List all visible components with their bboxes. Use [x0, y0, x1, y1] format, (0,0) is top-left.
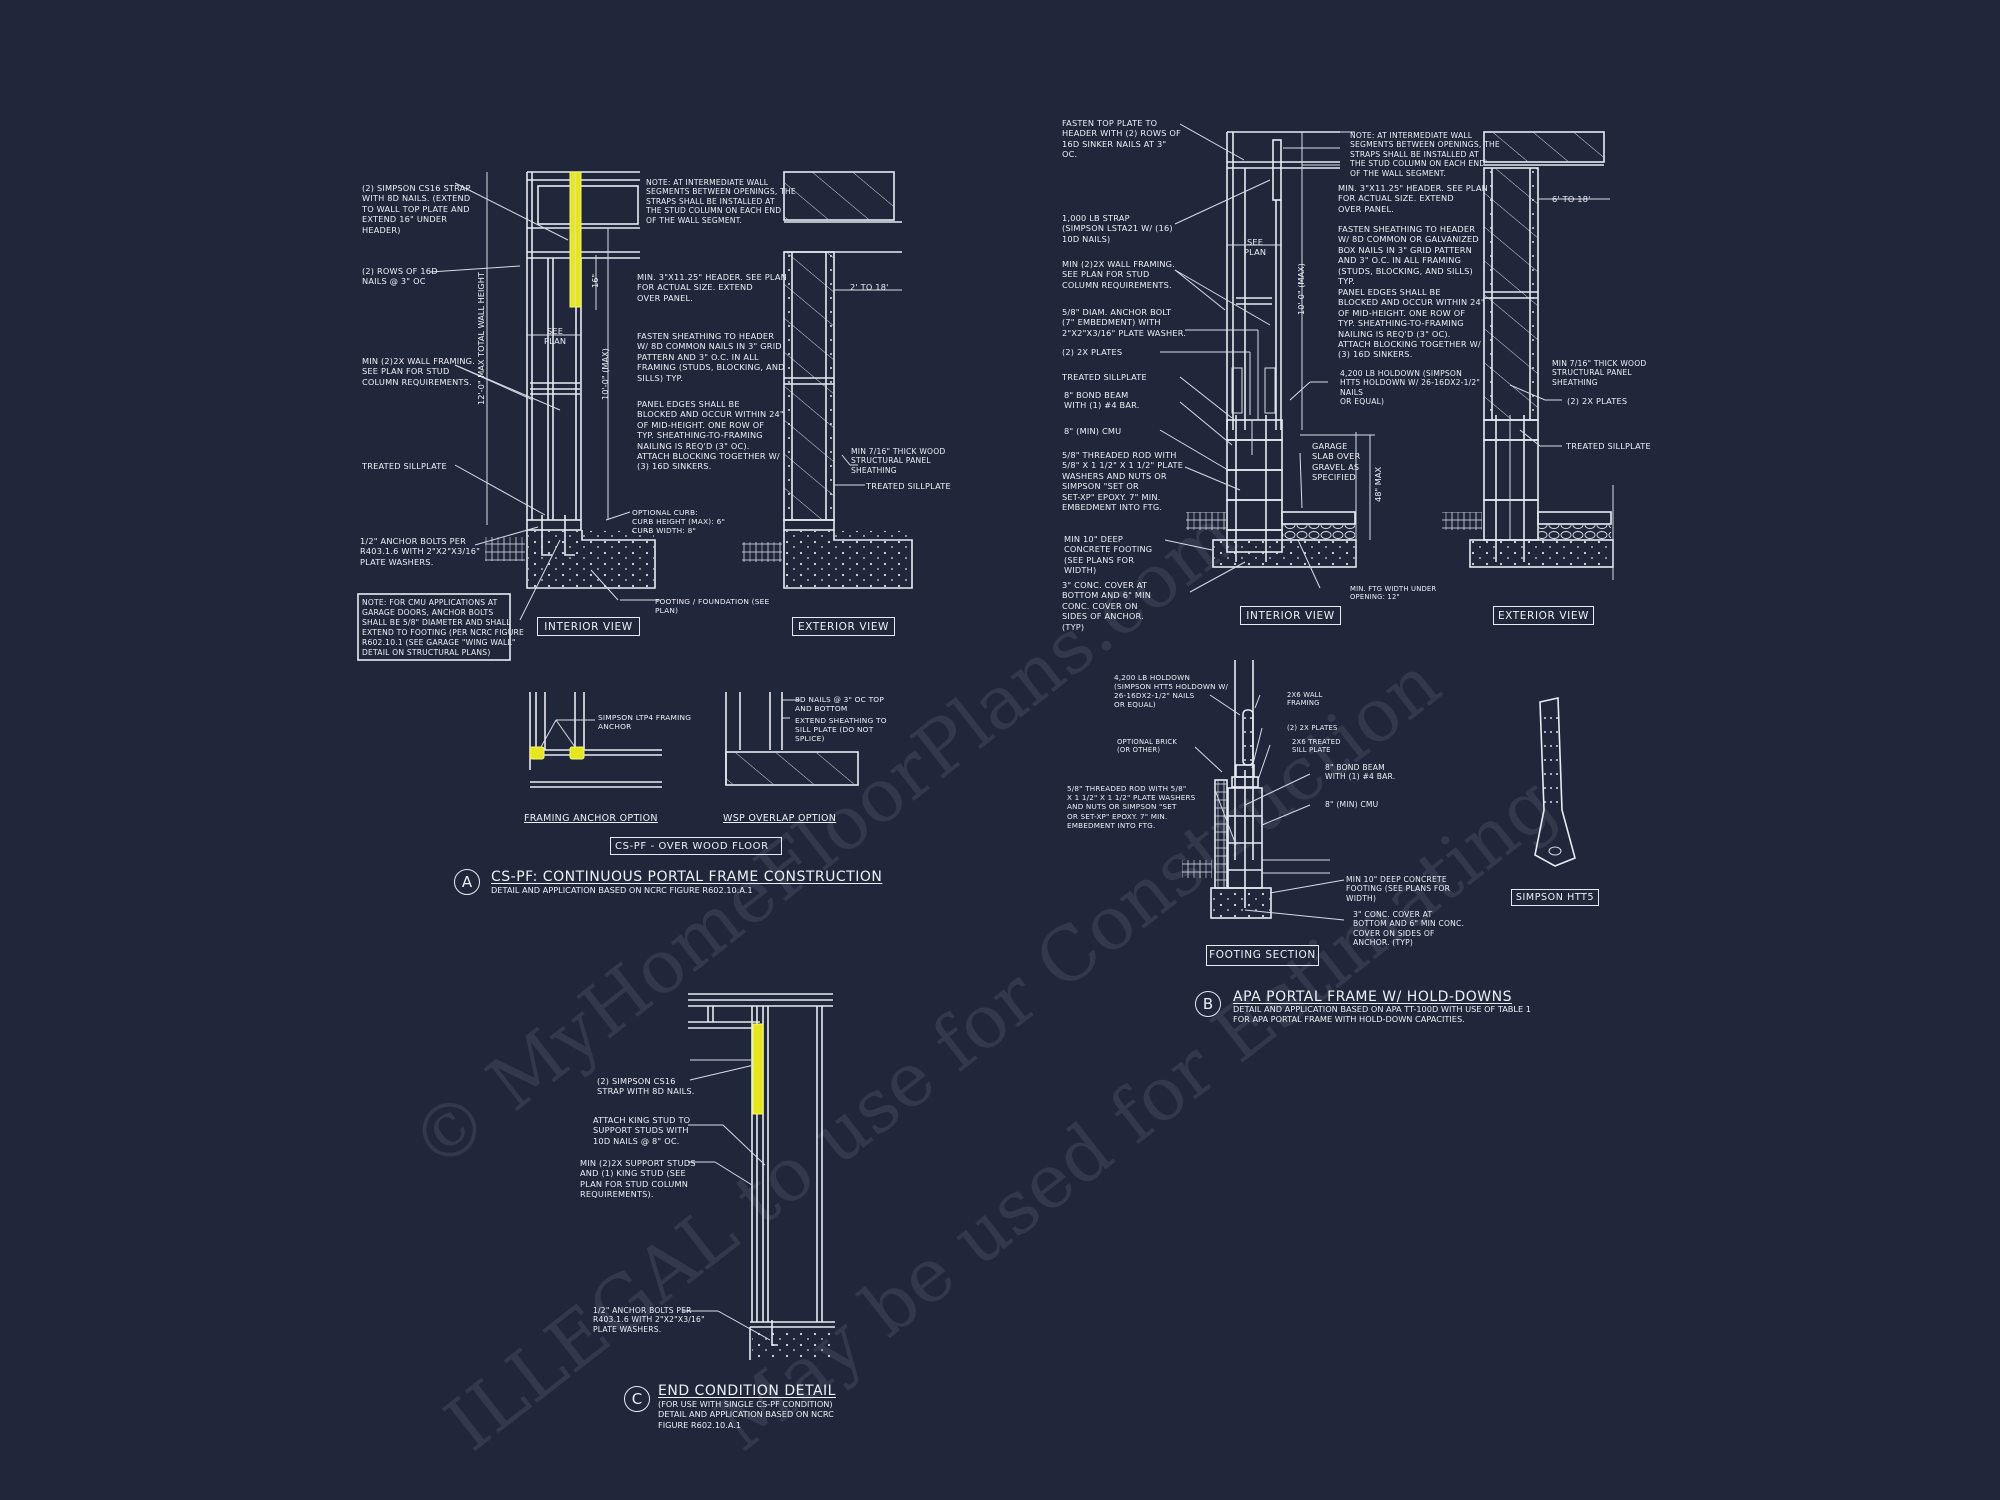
note-a-footing: FOOTING / FOUNDATION (SEE PLAN): [655, 597, 770, 615]
note-b-min-ftg: MIN. FTG WIDTH UNDER OPENING: 12": [1350, 585, 1437, 602]
tag-footing-section: FOOTING SECTION: [1206, 945, 1319, 966]
note-c-anchor: 1/2" ANCHOR BOLTS PER R403.1.6 WITH 2"x2…: [593, 1306, 705, 1334]
tag-b-interior-view: INTERIOR VIEW: [1240, 606, 1341, 625]
note-a-panel-edges: PANEL EDGES SHALL BE BLOCKED AND OCCUR W…: [637, 399, 784, 472]
note-c-support: MIN (2)2X SUPPORT STUDS AND (1) KING STU…: [580, 1158, 696, 1200]
note-fs-rod: 5/8" THREADED ROD WITH 5/8" x 1 1/2" x 1…: [1067, 784, 1196, 830]
tag-simpson-htt5: SIMPSON HTT5: [1511, 889, 1599, 906]
detail-c-drawing: [683, 993, 835, 1360]
note-fs-cover: 3" CONC. COVER AT BOTTOM AND 6" MIN CONC…: [1353, 910, 1465, 948]
note-a-strap: (2) SIMPSON CS16 STRAP WITH 8d NAILS. (E…: [362, 183, 471, 235]
note-a-nails: (2) ROWS OF 16d NAILS @ 3" OC: [362, 266, 438, 287]
note-a-cmu: NOTE: FOR CMU APPLICATIONS AT GARAGE DOO…: [362, 598, 525, 657]
note-b-ext-sillplate: TREATED SILLPLATE: [1566, 441, 1651, 451]
detail-b-title: APA PORTAL FRAME W/ HOLD-DOWNS: [1233, 989, 1512, 1005]
note-b-ext-sheathing: MIN 7/16" THICK WOOD STRUCTURAL PANEL SH…: [1552, 359, 1647, 387]
note-c-king: ATTACH KING STUD TO SUPPORT STUDS WITH 1…: [593, 1115, 691, 1146]
detail-b-subtitle: DETAIL AND APPLICATION BASED ON APA TT-1…: [1233, 1004, 1531, 1025]
simpson-htt5-drawing: [1534, 697, 1576, 867]
dim-b-see-plan: SEE PLAN: [1244, 237, 1267, 258]
dim-b-forty-eight: 48" MAX: [1373, 466, 1383, 502]
note-a-anchor: 1/2" ANCHOR BOLTS PER R403.1.6 WITH 2"x2…: [360, 536, 481, 567]
note-fs-holdown: 4,200 LB HOLDOWN (SIMPSON HTT5 HOLDOWN W…: [1114, 673, 1229, 709]
dim-a-wall-height: 12'-0" MAX TOTAL WALL HEIGHT: [476, 272, 486, 405]
note-a-header: MIN. 3"x11.25" HEADER. SEE PLAN FOR ACTU…: [637, 272, 787, 303]
note-b-anchor-bolt: 5/8" DIAM. ANCHOR BOLT (7" EMBEDMENT) WI…: [1062, 307, 1187, 338]
detail-a-options-drawing: [529, 692, 859, 788]
note-b-fasten-top: FASTEN TOP PLATE TO HEADER WITH (2) ROWS…: [1062, 118, 1181, 160]
dim-a-sixteen: 16": [590, 273, 600, 288]
tag-a-interior-view: INTERIOR VIEW: [537, 617, 640, 636]
note-fs-footing: MIN 10" DEEP CONCRETE FOOTING (SEE PLANS…: [1346, 875, 1451, 903]
note-a-intermediate: NOTE: AT INTERMEDIATE WALL SEGMENTS BETW…: [646, 178, 796, 225]
note-a-extend-sheathing: EXTEND SHEATHING TO SILL PLATE (DO NOT S…: [795, 716, 887, 743]
detail-c-bubble: C: [624, 1386, 650, 1412]
label-wsp-overlap-option: WSP OVERLAP OPTION: [723, 813, 837, 824]
detail-a-interior-drawing: [357, 171, 660, 661]
note-a-8d-nails: 8d NAILS @ 3" OC TOP AND BOTTOM: [795, 695, 884, 713]
detail-c-subtitle: (FOR USE WITH SINGLE CS-PF CONDITION) DE…: [658, 1399, 834, 1430]
note-b-cover: 3" CONC. COVER AT BOTTOM AND 6" MIN CONC…: [1062, 580, 1152, 632]
footing-section-drawing: [1182, 660, 1345, 921]
dim-a-see-plan: SEE PLAN: [544, 326, 567, 347]
note-a-sillplate: TREATED SILLPLATE: [362, 461, 447, 471]
dim-b-ten-max: 10'-0" (MAX): [1296, 263, 1306, 315]
note-a-framing: MIN (2)2X WALL FRAMING. SEE PLAN FOR STU…: [362, 356, 476, 387]
note-b-footing: MIN 10" DEEP CONCRETE FOOTING (SEE PLANS…: [1064, 534, 1153, 576]
note-a-ext-sheathing: MIN 7/16" THICK WOOD STRUCTURAL PANEL SH…: [851, 447, 946, 475]
note-b-sillplate: TREATED SILLPLATE: [1062, 372, 1147, 382]
note-b-framing: MIN (2)2X WALL FRAMING. SEE PLAN FOR STU…: [1062, 259, 1176, 290]
note-a-ltp4: SIMPSON LTP4 FRAMING ANCHOR: [598, 713, 692, 731]
note-a-ext-width: 2' TO 18': [850, 282, 889, 292]
detail-a-exterior-drawing: [742, 171, 913, 589]
note-b-bond-beam: 8" BOND BEAM WITH (1) #4 BAR.: [1064, 390, 1140, 411]
note-b-holdown: 4,200 LB HOLDOWN (SIMPSON HTT5 HOLDOWN W…: [1340, 369, 1481, 407]
note-b-rod: 5/8" THREADED ROD WITH 5/8" x 1 1/2" x 1…: [1062, 450, 1184, 513]
dim-a-ten-max: 10'-0" (MAX): [600, 348, 610, 400]
detail-c-title: END CONDITION DETAIL: [658, 1383, 836, 1399]
note-b-plates: (2) 2x PLATES: [1062, 347, 1123, 357]
note-b-ext-width: 6' TO 18': [1552, 194, 1591, 204]
detail-b-interior-drawing: [1159, 123, 1375, 593]
note-fs-brick: OPTIONAL BRICK (OR OTHER): [1117, 738, 1178, 755]
note-fs-bond-beam: 8" BOND BEAM WITH (1) #4 BAR.: [1325, 763, 1396, 782]
note-fs-wall: 2X6 WALL FRAMING: [1287, 691, 1323, 708]
note-fs-plates: (2) 2x PLATES: [1287, 724, 1338, 732]
detail-a-title: CS-PF: CONTINUOUS PORTAL FRAME CONSTRUCT…: [491, 869, 883, 885]
note-a-fasten: FASTEN SHEATHING TO HEADER W/ 8d COMMON …: [637, 331, 785, 383]
note-fs-cmu: 8" (MIN) CMU: [1325, 800, 1379, 809]
note-a-curb: OPTIONAL CURB: CURB HEIGHT (MAX): 6" CUR…: [632, 508, 726, 535]
tag-over-wood-floor: CS-PF - OVER WOOD FLOOR: [610, 837, 782, 855]
note-b-garage: GARAGE SLAB OVER GRAVEL AS SPECIFIED: [1312, 441, 1361, 483]
tag-b-exterior-view: EXTERIOR VIEW: [1493, 606, 1594, 625]
note-fs-sill: 2X6 TREATED SILL PLATE: [1292, 738, 1341, 755]
note-b-header: MIN. 3"x11.25" HEADER. SEE PLAN FOR ACTU…: [1338, 183, 1488, 214]
note-b-fasten: FASTEN SHEATHING TO HEADER W/ 8d COMMON …: [1338, 224, 1479, 287]
detail-a-subtitle: DETAIL AND APPLICATION BASED ON NCRC FIG…: [491, 885, 753, 895]
note-a-ext-sillplate: TREATED SILLPLATE: [866, 481, 951, 491]
note-b-strap: 1,000 LB STRAP (SIMPSON LSTA21 W/ (16) 1…: [1062, 213, 1173, 244]
note-b-ext-plates: (2) 2x PLATES: [1567, 396, 1628, 406]
note-b-intermediate: NOTE: AT INTERMEDIATE WALL SEGMENTS BETW…: [1350, 131, 1500, 178]
detail-b-exterior-drawing: [1442, 131, 1614, 580]
note-b-cmu: 8" (MIN) CMU: [1064, 426, 1122, 436]
note-c-strap: (2) SIMPSON CS16 STRAP WITH 8d NAILS.: [597, 1076, 695, 1097]
detail-b-bubble: B: [1195, 991, 1221, 1017]
tag-a-exterior-view: EXTERIOR VIEW: [792, 617, 895, 636]
note-b-panel-edges: PANEL EDGES SHALL BE BLOCKED AND OCCUR W…: [1338, 287, 1485, 360]
label-framing-anchor-option: FRAMING ANCHOR OPTION: [524, 813, 658, 824]
detail-a-bubble: A: [454, 869, 480, 895]
